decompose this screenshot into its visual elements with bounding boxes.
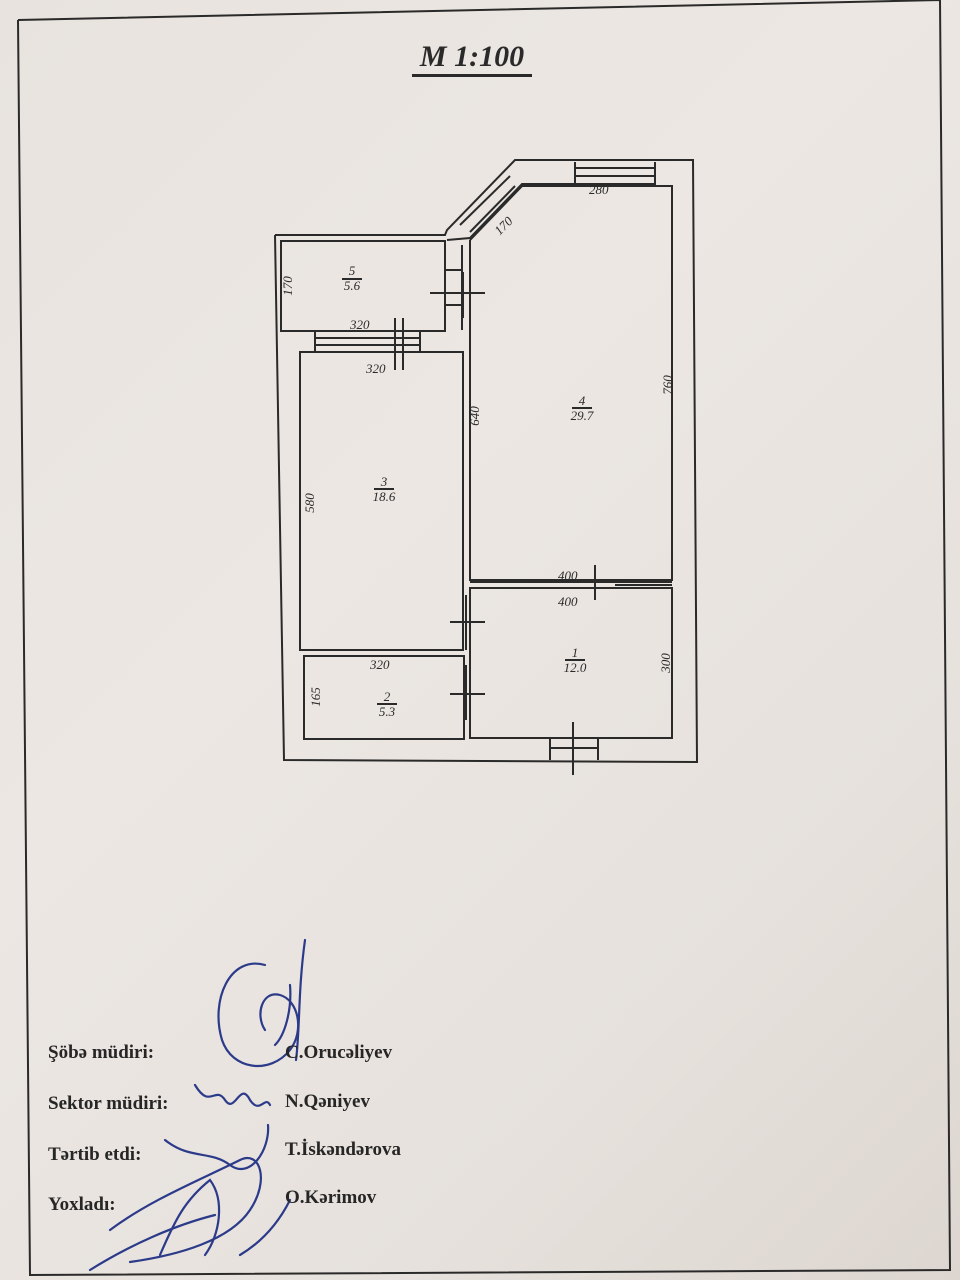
room-2-number: 2 xyxy=(383,689,391,704)
signature-name-1: C.Orucəliyev xyxy=(285,1042,393,1063)
dim-room1-height: 300 xyxy=(657,653,673,673)
dim-room3-width: 320 xyxy=(366,361,386,376)
room-1-number: 1 xyxy=(571,645,579,660)
signature-role-4: Yoxladı: xyxy=(48,1194,116,1215)
room-3-number: 3 xyxy=(380,474,388,489)
room-2-outline xyxy=(303,655,465,740)
scale-title: M 1:100 xyxy=(412,40,532,77)
dim-room4-height-left: 640 xyxy=(466,406,482,426)
bay-window xyxy=(459,175,511,226)
dim-room5-width: 320 xyxy=(350,317,370,332)
dim-room2-height: 165 xyxy=(307,687,323,707)
dim-room4-top: 280 xyxy=(589,182,609,197)
signature-scribbles xyxy=(88,938,307,1272)
room-3-outline xyxy=(299,351,464,651)
room-2-area: 5.3 xyxy=(378,704,396,719)
dim-room2-width: 320 xyxy=(370,657,390,672)
dim-room5-height: 170 xyxy=(279,276,295,296)
dim-room4-bottom: 400 xyxy=(558,568,578,583)
dim-room4-height-right: 760 xyxy=(659,375,675,395)
room-4-outline xyxy=(469,185,673,581)
signature-role-3: Tərtib etdi: xyxy=(48,1144,142,1165)
room-5-number: 5 xyxy=(348,263,356,278)
room-5-area: 5.6 xyxy=(343,278,361,293)
dim-room3-height: 580 xyxy=(301,493,317,513)
room-3-label: 3 18.6 xyxy=(366,474,402,504)
bay-window-2 xyxy=(469,185,516,233)
page-border xyxy=(17,0,952,1277)
bay-wall xyxy=(446,162,656,241)
room-3-area: 18.6 xyxy=(372,489,396,504)
signature-name-3: T.İskəndərova xyxy=(285,1139,401,1160)
room-1-area: 12.0 xyxy=(563,660,587,675)
room-4-number: 4 xyxy=(578,393,586,408)
outer-wall xyxy=(274,159,699,764)
room-4-area: 29.7 xyxy=(570,408,594,423)
room-5-label: 5 5.6 xyxy=(338,263,366,293)
room-4-label: 4 29.7 xyxy=(564,393,600,423)
room-1-label: 1 12.0 xyxy=(557,645,593,675)
signature-name-4: O.Kərimov xyxy=(285,1187,377,1208)
signature-name-2: N.Qəniyev xyxy=(285,1091,370,1112)
signature-role-2: Sektor müdiri: xyxy=(48,1093,169,1114)
dim-room1-top: 400 xyxy=(558,594,578,609)
room-1-outline xyxy=(469,587,673,739)
room-2-label: 2 5.3 xyxy=(369,689,405,719)
signature-role-1: Şöbə müdiri: xyxy=(48,1042,155,1063)
